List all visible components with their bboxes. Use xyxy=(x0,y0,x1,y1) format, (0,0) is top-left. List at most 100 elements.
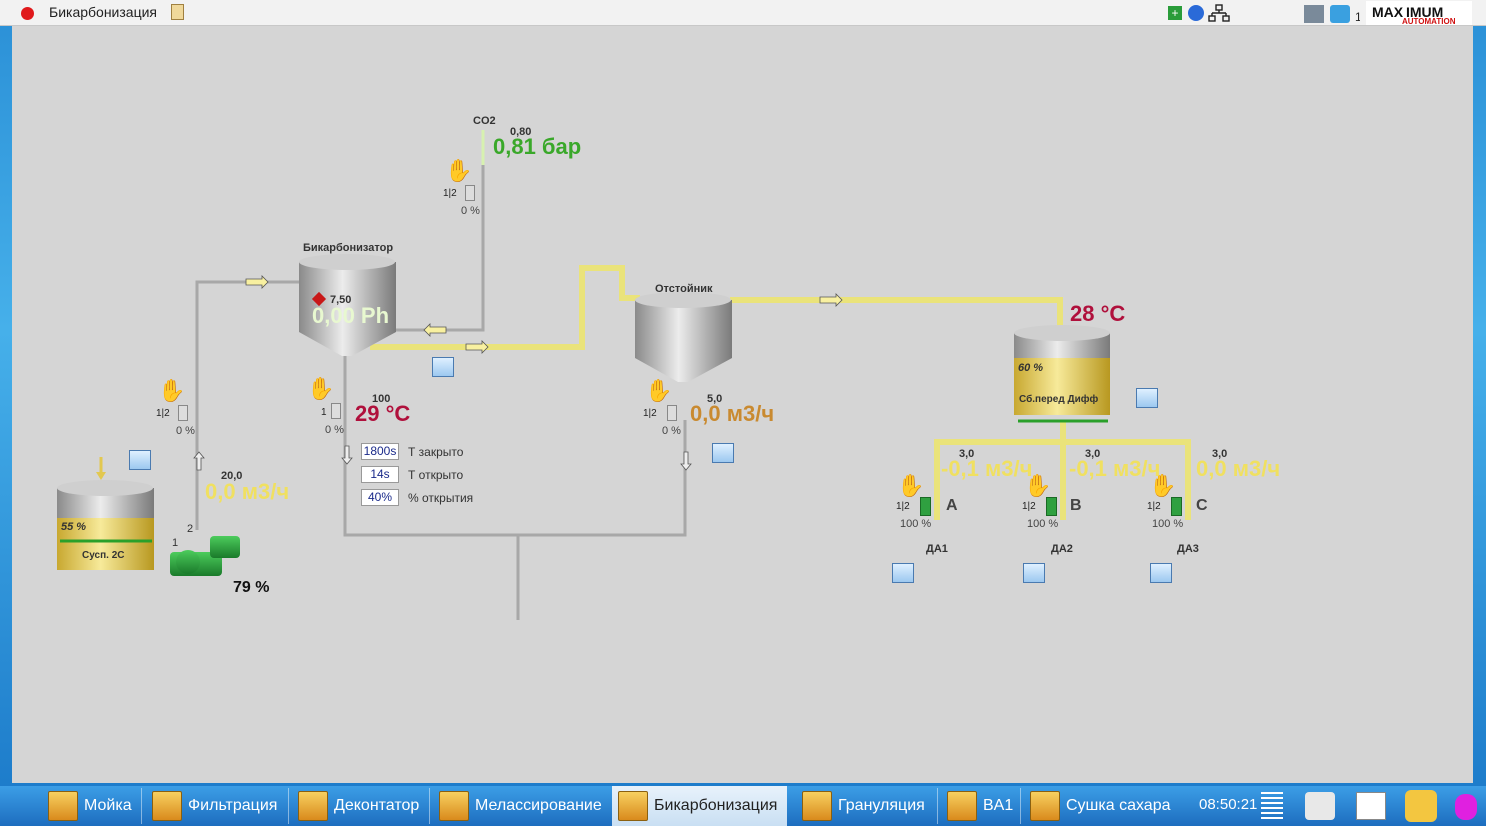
settler-flow-value: 0,0 м3/ч xyxy=(690,401,775,426)
branch-b-flow: -0,1 м3/ч xyxy=(1069,456,1161,481)
network-icon[interactable] xyxy=(1208,4,1230,22)
branch-b-valve[interactable] xyxy=(1046,497,1057,516)
co2-pressure-value: 0,81 бар xyxy=(493,134,582,159)
time-closed-input[interactable]: 1800s xyxy=(361,443,399,460)
notification-count: 1 xyxy=(1355,10,1360,24)
ph-setpoint[interactable]: 7,50 xyxy=(330,294,352,306)
manual-mode-icon[interactable]: ✋ xyxy=(1024,473,1052,498)
pump-tag-1: 1 xyxy=(172,537,179,549)
diff-tank-label: Сб.перед Дифф xyxy=(1019,394,1099,405)
bicarbonization-icon xyxy=(618,791,648,821)
valve-tag: 1|2 xyxy=(156,408,170,419)
filtration-icon xyxy=(152,791,182,821)
molassing-icon xyxy=(439,791,469,821)
open-percent-label: % открытия xyxy=(408,491,474,505)
branch-a-valve[interactable] xyxy=(920,497,931,516)
chat-icon[interactable] xyxy=(1188,5,1204,21)
telegram-icon[interactable] xyxy=(1330,5,1350,23)
valve-tag: 1|2 xyxy=(1022,501,1036,512)
temp-setpoint[interactable]: 100 xyxy=(372,393,391,405)
user-icon[interactable] xyxy=(1304,5,1324,23)
ba1-icon xyxy=(947,791,977,821)
branch-b-letter: B xyxy=(1070,497,1082,514)
trend-chart-icon[interactable] xyxy=(892,563,914,583)
branch-c-flow: 0,0 м3/ч xyxy=(1196,456,1281,481)
outlet-label: ДА1 xyxy=(926,543,948,555)
manual-mode-icon[interactable]: ✋ xyxy=(158,378,186,403)
manual-mode-icon[interactable]: ✋ xyxy=(1149,473,1177,498)
tab-sugar-drying[interactable]: Сушка сахара xyxy=(1024,786,1177,826)
granulation-icon xyxy=(802,791,832,821)
tab-molassing[interactable]: Мелассирование xyxy=(433,786,608,826)
tab-filtration[interactable]: Фильтрация xyxy=(146,786,283,826)
svg-text:+: + xyxy=(1171,6,1178,20)
svg-text:MAX: MAX xyxy=(1372,4,1404,20)
co2-label: CO2 xyxy=(473,115,496,127)
trend-chart-icon[interactable] xyxy=(129,450,151,470)
valve-position: 100 % xyxy=(900,518,932,530)
user-tools: 1 xyxy=(1304,5,1360,24)
branch-a-setpoint[interactable]: 3,0 xyxy=(959,448,975,460)
utility-pipe xyxy=(195,165,687,620)
menu-icon[interactable] xyxy=(1261,792,1283,820)
touch-icon[interactable] xyxy=(1455,794,1477,820)
susp-tank-label: Сусп. 2С xyxy=(82,550,125,561)
ph-value: 0,00 Ph xyxy=(312,303,390,328)
add-icon[interactable] xyxy=(1168,6,1182,20)
trend-chart-icon[interactable] xyxy=(1356,792,1386,820)
diff-temp-value: 28 °C xyxy=(1070,301,1126,326)
tab-washing[interactable]: Мойка xyxy=(42,786,138,826)
washing-icon xyxy=(48,791,78,821)
co2-setpoint[interactable]: 0,80 xyxy=(510,126,532,138)
valve-position: 0 % xyxy=(325,424,344,436)
time-closed-label: Т закрыто xyxy=(408,445,464,459)
susp-valve[interactable] xyxy=(178,405,188,421)
manual-mode-icon[interactable]: ✋ xyxy=(445,158,473,183)
valve-position: 0 % xyxy=(662,425,681,437)
valve-tag: 1|2 xyxy=(1147,501,1161,512)
taskbar: Мойка Фильтрация Деконтатор Мелассирован… xyxy=(0,786,1486,826)
settings-gear-icon[interactable] xyxy=(1305,792,1335,820)
manual-mode-icon[interactable]: ✋ xyxy=(897,473,925,498)
trend-chart-icon[interactable] xyxy=(432,357,454,377)
bicarb-drain-valve[interactable] xyxy=(331,403,341,419)
valve-position: 0 % xyxy=(176,425,195,437)
branch-b-setpoint[interactable]: 3,0 xyxy=(1085,448,1101,460)
time-open-input[interactable]: 14s xyxy=(361,466,399,483)
trend-chart-icon[interactable] xyxy=(712,443,734,463)
svg-text:IMUM: IMUM xyxy=(1406,4,1443,20)
bicarb-temp-value: 29 °C xyxy=(355,401,411,426)
suspension-tank xyxy=(57,457,154,570)
valve-tag: 1|2 xyxy=(643,408,657,419)
open-percent-input[interactable]: 40% xyxy=(361,489,399,506)
bicarbonizer-tank xyxy=(299,254,396,356)
pump[interactable] xyxy=(170,536,240,576)
settler-valve[interactable] xyxy=(667,405,677,421)
tab-granulation[interactable]: Грануляция xyxy=(796,786,931,826)
outlet-label: ДА2 xyxy=(1051,543,1073,555)
sugar-drying-icon xyxy=(1030,791,1060,821)
report-icon[interactable] xyxy=(171,4,184,20)
tab-decontator[interactable]: Деконтатор xyxy=(292,786,425,826)
co2-valve[interactable] xyxy=(465,185,475,201)
tab-ba1[interactable]: BA1 xyxy=(941,786,1019,826)
manual-mode-icon[interactable]: ✋ xyxy=(307,376,335,401)
tab-bicarbonization[interactable]: Бикарбонизация xyxy=(612,786,788,826)
branch-c-valve[interactable] xyxy=(1171,497,1182,516)
main-flow-setpoint[interactable]: 20,0 xyxy=(221,470,243,482)
valve-position: 100 % xyxy=(1027,518,1059,530)
valve-tag: 1 xyxy=(321,407,327,418)
decontator-icon xyxy=(298,791,328,821)
trend-chart-icon[interactable] xyxy=(1136,388,1158,408)
branch-c-setpoint[interactable]: 3,0 xyxy=(1212,448,1228,460)
manual-mode-icon[interactable]: ✋ xyxy=(645,378,673,403)
trend-chart-icon[interactable] xyxy=(1023,563,1045,583)
diff-tank xyxy=(1014,325,1110,423)
clock: 08:50:21 xyxy=(1199,796,1258,813)
time-open-label: Т открыто xyxy=(408,468,464,482)
settler-flow-setpoint[interactable]: 5,0 xyxy=(707,393,723,405)
trend-chart-icon[interactable] xyxy=(1150,563,1172,583)
service-tools-icon[interactable] xyxy=(1405,790,1437,822)
